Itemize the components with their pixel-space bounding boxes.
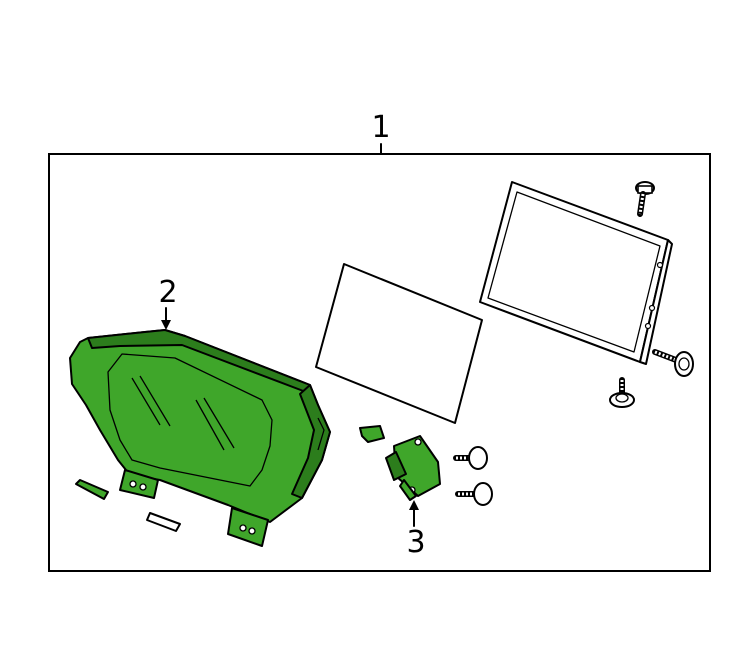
display-module[interactable]: [479, 181, 673, 365]
meter-reflection-3: [195, 399, 225, 451]
meter-body: [69, 329, 331, 523]
meter-mount-right: [227, 507, 269, 547]
display-frame-inner: [487, 191, 661, 353]
display-side-edge: [639, 239, 673, 365]
meter-side-slot: [317, 417, 325, 451]
lens-sheet[interactable]: [315, 263, 483, 424]
connector-face: [385, 451, 407, 481]
meter-mount-left: [119, 469, 159, 499]
screw-bottom[interactable]: [609, 377, 635, 408]
display-side-hole-3: [644, 322, 652, 330]
meter-mount-right-hole-2: [248, 527, 256, 535]
callout-1: 1: [371, 110, 390, 145]
meter-reflection-2: [139, 375, 171, 427]
callout-3-arrowhead: [409, 500, 419, 510]
display-side-hole-1: [656, 261, 664, 269]
clip-white[interactable]: [146, 512, 181, 532]
connector-unit[interactable]: [385, 435, 441, 501]
screw-connector-lower[interactable]: [455, 482, 493, 506]
meter-right-wall: [291, 384, 331, 499]
assembly-frame: [48, 153, 711, 572]
clip-green[interactable]: [75, 479, 109, 500]
callout-2: 2: [158, 275, 177, 310]
screw-connector-upper[interactable]: [453, 446, 488, 470]
meter-screen: [107, 353, 273, 487]
small-bracket[interactable]: [359, 425, 385, 443]
callout-3: 3: [406, 525, 425, 560]
meter-mount-left-hole-1: [129, 480, 137, 488]
screw-right[interactable]: [652, 349, 694, 377]
display-side-hole-2: [648, 304, 656, 312]
connector-hole-1: [414, 438, 422, 446]
meter-mount-right-hole-1: [239, 524, 247, 532]
meter-reflection-1: [131, 377, 161, 426]
meter-mount-left-hole-2: [139, 483, 147, 491]
meter-assembly[interactable]: [69, 329, 331, 547]
meter-reflection-4: [203, 397, 235, 449]
connector-tab: [399, 479, 417, 501]
screw-top[interactable]: [635, 181, 655, 217]
callout-2-arrowhead: [161, 320, 171, 330]
